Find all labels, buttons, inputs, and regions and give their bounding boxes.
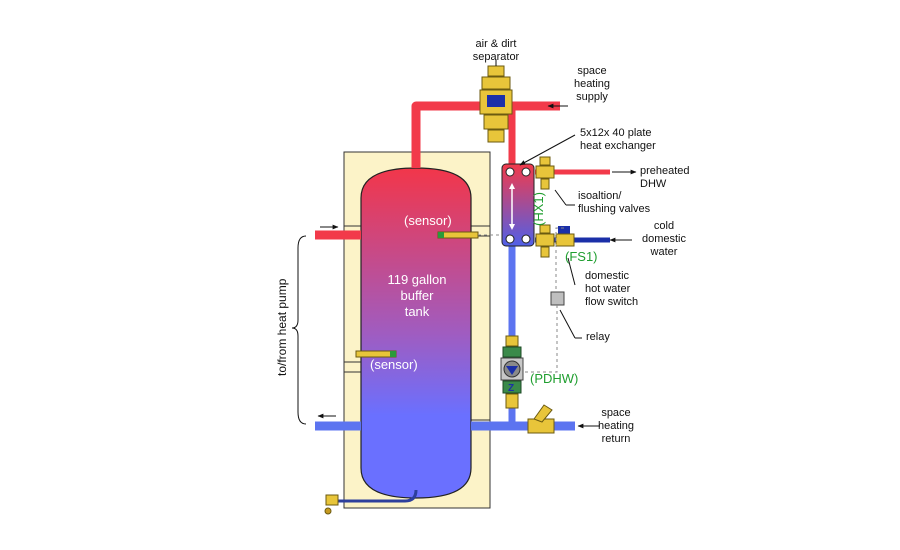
label-relay: relay [586, 331, 610, 343]
callout-lines [495, 60, 582, 339]
sensor-well-top [437, 231, 479, 239]
label-space-heating-return: space heating return [597, 407, 635, 445]
label-isolation-valves: isoaltion/ flushing valves [578, 190, 651, 215]
isolation-valve-top [535, 156, 555, 190]
label-space-heating-supply: space heating supply [573, 65, 611, 103]
circulator-pump: Z [500, 335, 524, 409]
drain-valve [324, 494, 339, 515]
label-hx1: (HX1) [531, 192, 546, 226]
control-wiring [478, 227, 564, 373]
flow-arrows [317, 103, 637, 429]
label-heat-pump: to/from heat pump [275, 278, 289, 376]
label-sensor-bottom: (sensor) [370, 357, 418, 372]
heat-pump-bracket [291, 235, 307, 425]
sensor-well-bottom [355, 350, 397, 358]
flow-switch [555, 226, 575, 247]
label-fs1: (FS1) [565, 249, 598, 264]
air-dirt-separator [479, 65, 513, 143]
buffer-tank [360, 167, 472, 499]
svg-text:Z: Z [508, 383, 514, 394]
y-strainer [527, 404, 555, 434]
label-preheated-dhw: preheated DHW [640, 165, 690, 190]
label-pdhw: (PDHW) [530, 371, 579, 386]
isolation-valve-bottom [535, 224, 555, 258]
label-flow-switch: domestic hot water flow switch [585, 270, 639, 308]
label-cold-domestic-water: cold domestic water [641, 220, 687, 258]
plate-heat-exchanger [501, 163, 535, 247]
drain-pipe [336, 489, 418, 503]
label-tank: 119 gallon buffer tank [387, 272, 447, 319]
relay [550, 291, 565, 306]
label-plate-heat-exchanger: 5x12x 40 plate heat exchanger [580, 127, 656, 152]
label-air-dirt-separator: air & dirt separator [472, 38, 520, 63]
label-sensor-top: (sensor) [404, 213, 452, 228]
